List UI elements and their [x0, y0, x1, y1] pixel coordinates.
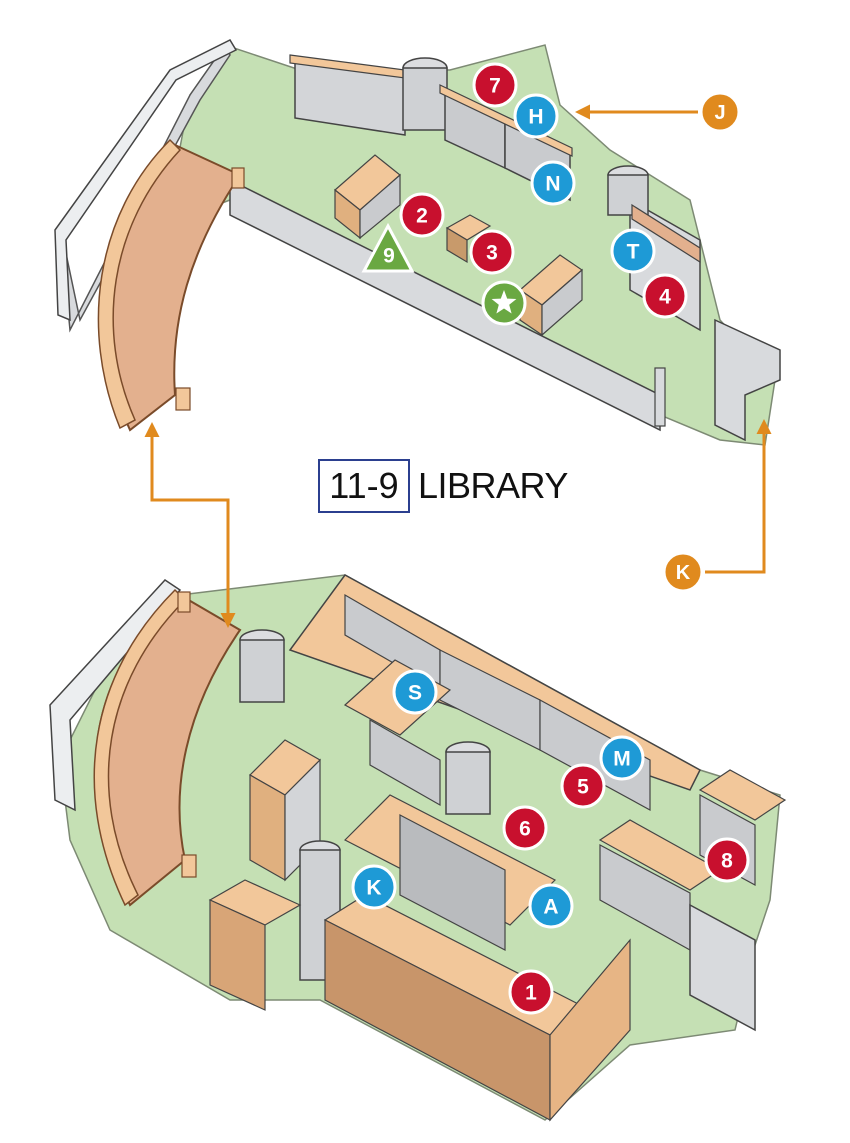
upper-stairs [103, 143, 242, 432]
callout-J-label: J [714, 102, 725, 124]
callout-K: K [662, 551, 704, 593]
lower-floor [49, 574, 787, 1122]
green-triangle-marker-9: 9 [361, 222, 415, 273]
blue-marker-S: S [392, 669, 438, 715]
blue-marker-S-label: S [408, 682, 422, 705]
blue-marker-T: T [610, 228, 656, 274]
red-marker-4-label: 4 [659, 286, 671, 309]
red-marker-1-circle [508, 969, 554, 1015]
blue-marker-T-label: T [627, 241, 640, 264]
upper-balustrade [54, 39, 238, 322]
lower-stair-post-top [177, 591, 191, 613]
red-marker-2: 2 [399, 192, 445, 238]
blue-marker-T-circle [610, 228, 656, 274]
blue-marker-H: H [513, 93, 559, 139]
upper-floor [54, 39, 781, 446]
callout-k-arrow [705, 419, 772, 574]
callout-K-circle [662, 551, 704, 593]
red-marker-1: 1 [508, 969, 554, 1015]
upper-column [402, 67, 448, 131]
red-marker-6-circle [502, 805, 548, 851]
connections [144, 104, 772, 628]
lower-island-s-face [369, 718, 441, 807]
upper-stair-post-bottom [175, 387, 191, 411]
upper-right-wood-panel [631, 203, 701, 264]
lower-right-end-wall [689, 903, 756, 1032]
markers: 7 2 3 4 H N T 5 6 8 1 S M K A J K 9 [351, 62, 750, 1015]
red-marker-3: 3 [469, 229, 515, 275]
lower-stairs-rail [93, 588, 187, 907]
stairs-connector-arrow [144, 422, 236, 628]
upper-cabinet-right-side [541, 268, 583, 337]
red-marker-5-circle [560, 763, 606, 809]
green-triangle-label: 9 [383, 245, 395, 268]
blue-marker-K-circle [351, 864, 397, 910]
lower-right-cabinet-top [698, 769, 787, 821]
star-marker [481, 280, 527, 326]
upper-cabinet-left-side [359, 173, 401, 240]
blue-marker-N: N [530, 160, 576, 206]
red-marker-2-label: 2 [416, 205, 428, 228]
red-marker-4: 4 [642, 273, 688, 319]
lower-stair-post-bottom [181, 854, 197, 878]
blue-marker-K-label: K [366, 877, 381, 900]
callout-K-label: K [676, 562, 691, 584]
blue-marker-A-circle [528, 883, 574, 929]
red-marker-3-circle [469, 229, 515, 275]
red-marker-4-circle [642, 273, 688, 319]
title-name: LIBRARY [418, 465, 568, 506]
blue-marker-H-circle [513, 93, 559, 139]
red-marker-5: 5 [560, 763, 606, 809]
callout-J: J [699, 91, 741, 133]
red-marker-8-label: 8 [721, 850, 733, 873]
upper-right-wall-end [714, 318, 781, 442]
red-marker-8-circle [704, 837, 750, 883]
upper-stair-post-top [231, 167, 245, 189]
red-marker-1-label: 1 [525, 982, 537, 1005]
blue-marker-S-circle [392, 669, 438, 715]
upper-front-railing [229, 178, 661, 432]
red-marker-6: 6 [502, 805, 548, 851]
upper-column-right [607, 174, 649, 216]
red-marker-2-circle [399, 192, 445, 238]
blue-marker-K: K [351, 864, 397, 910]
red-marker-7: 7 [472, 62, 518, 108]
blue-marker-H-label: H [528, 106, 543, 129]
red-marker-3-label: 3 [486, 242, 498, 265]
blue-marker-A-label: A [543, 896, 558, 919]
callout-J-circle [699, 91, 741, 133]
blue-marker-N-circle [530, 160, 576, 206]
blue-marker-M-circle [599, 735, 645, 781]
red-marker-5-label: 5 [577, 776, 589, 799]
blue-marker-M: M [599, 735, 645, 781]
lower-stairs-column [239, 639, 285, 703]
upper-post [654, 367, 666, 427]
green-triangle-icon [361, 222, 415, 273]
lower-front-counter-side [549, 938, 631, 1122]
blue-marker-A: A [528, 883, 574, 929]
lower-front-desk-front [209, 899, 266, 1011]
red-marker-8: 8 [704, 837, 750, 883]
lower-center-shelf-face [399, 814, 506, 951]
upper-stairs-rail [97, 138, 182, 430]
upper-desk-front [446, 226, 468, 264]
lower-center-column [445, 751, 491, 815]
blue-marker-N-label: N [545, 173, 560, 196]
red-marker-7-circle [472, 62, 518, 108]
title-code-box [318, 459, 410, 513]
red-marker-6-label: 6 [519, 818, 531, 841]
blue-marker-M-label: M [613, 748, 631, 771]
title-code: 11-9 [329, 465, 399, 506]
star-icon [491, 290, 517, 314]
red-marker-7-label: 7 [489, 75, 501, 98]
